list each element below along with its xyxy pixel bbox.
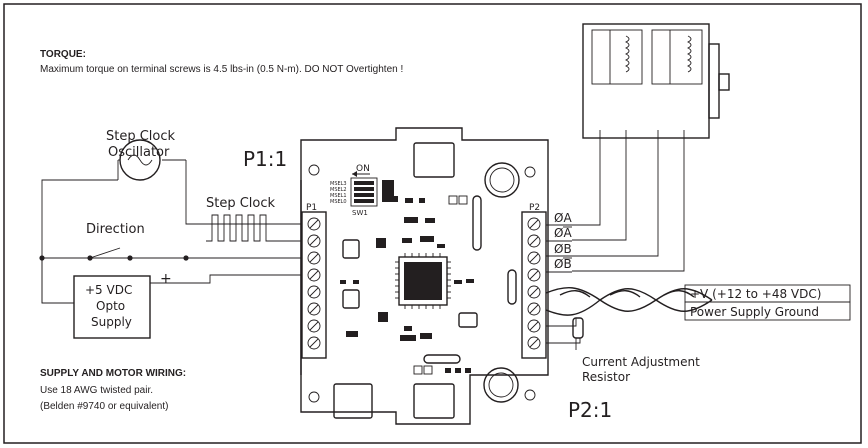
supply-return-wire: [41, 258, 74, 304]
board-components: [340, 180, 517, 375]
supply-box-line1: +5 VDC: [85, 283, 132, 297]
outer-border: [3, 3, 862, 444]
junction-dot-3: [127, 255, 133, 261]
switch-row-label-1: MSEL2: [330, 187, 347, 193]
oscillator-label-line1: Step Clock: [106, 129, 176, 144]
supply-box-line2: Opto: [96, 299, 125, 313]
driver-board: [300, 127, 549, 425]
supply-text-line1: Use 18 AWG twisted pair.: [40, 385, 153, 396]
direction-label: Direction: [86, 222, 145, 237]
step-clock-label: Step Clock: [206, 196, 276, 211]
input-wiring: [41, 159, 302, 304]
phase-b-bar-label: ØB: [554, 257, 572, 271]
p1-terminal-block: [301, 211, 327, 359]
switch-row-label-0: MSEL3: [330, 181, 347, 187]
switch-row-label-2: MSEL1: [330, 193, 347, 199]
resistor-label-line2: Resistor: [582, 370, 630, 384]
oscillator-label-line2: Oscillator: [108, 145, 170, 160]
supply-text-line2: (Belden #9740 or equivalent): [40, 401, 168, 412]
stepper-motor: [582, 23, 730, 139]
phase-b-label: ØB: [554, 242, 572, 256]
supply-box-line3: Supply: [91, 315, 132, 329]
supply-heading: SUPPLY AND MOTOR WIRING:: [40, 368, 186, 379]
motor-leads: [572, 130, 685, 272]
oscillator-symbol: [118, 139, 161, 181]
header-p2-label: P2: [529, 203, 540, 213]
torque-text: Maximum torque on terminal screws is 4.5…: [40, 64, 403, 75]
junction-dot-4: [183, 255, 189, 261]
power-plus-label: +V (+12 to +48 VDC): [690, 287, 821, 301]
p2-terminal-block: [521, 211, 547, 359]
junction-dot-2: [87, 255, 93, 261]
phase-lead-lines: [546, 224, 572, 273]
phase-a-bar-label: ØA: [554, 226, 572, 240]
switch-name-label: SW1: [352, 209, 368, 217]
dip-switch-sw1: [350, 171, 378, 207]
power-ground-box: [684, 301, 851, 321]
switch-row-label-3: MSEL0: [330, 199, 347, 205]
p1-pin1-label: P1:1: [243, 147, 287, 171]
phase-a-label: ØA: [554, 211, 572, 225]
power-twisted-pair: [545, 287, 713, 316]
current-adjust-resistor: [546, 317, 584, 350]
supply-plus-label: +: [160, 271, 172, 287]
opto-supply-box: [73, 275, 151, 339]
torque-heading: TORQUE:: [40, 49, 86, 60]
power-ground-label: Power Supply Ground: [690, 305, 819, 319]
switch-on-label: ON: [356, 164, 370, 174]
header-p1-label: P1: [306, 203, 317, 213]
p2-pin1-label: P2:1: [568, 398, 612, 422]
resistor-label-line1: Current Adjustment: [582, 355, 700, 369]
